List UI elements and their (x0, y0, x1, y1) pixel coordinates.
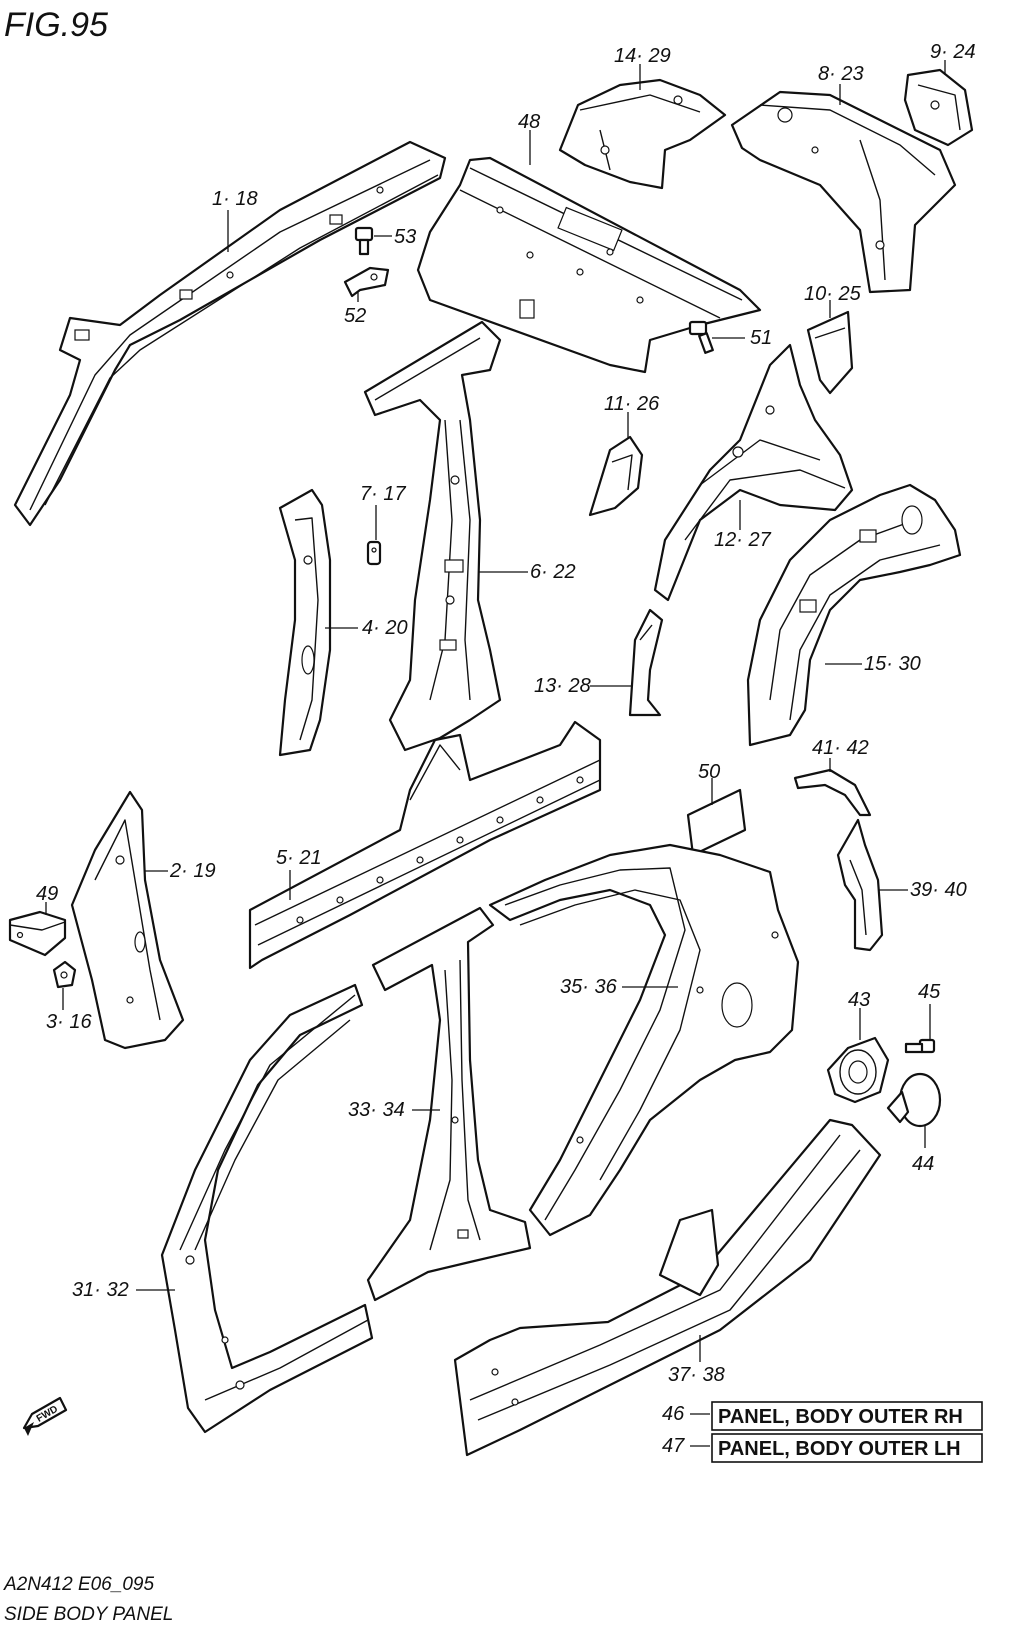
callout-39-40: 39· 40 (910, 879, 967, 901)
callout-51: 51 (750, 327, 772, 349)
callout-31-32: 31· 32 (72, 1279, 129, 1301)
figure-name: SIDE BODY PANEL (4, 1604, 173, 1625)
callout-35-36: 35· 36 (560, 976, 618, 998)
part-front-door-frame-outer[interactable] (160, 983, 374, 1434)
callout-2-19: 2· 19 (169, 860, 216, 882)
part-center-pillar-outer[interactable] (366, 906, 532, 1302)
callout-8-23: 8· 23 (818, 63, 864, 85)
callout-5-21: 5· 21 (276, 847, 322, 869)
callout-50: 50 (698, 761, 720, 783)
legend-label-47: PANEL, BODY OUTER LH (718, 1438, 961, 1460)
legend-box-47 (711, 1433, 983, 1463)
part-fuel-lid[interactable] (886, 1072, 942, 1128)
callout-6-22: 6· 22 (530, 561, 576, 583)
legend-number-46: 46 (662, 1403, 685, 1425)
callout-41-42: 41· 42 (812, 737, 869, 759)
part-front-pillar-lower[interactable] (70, 790, 185, 1050)
fwd-arrow-icon: FWD (22, 1396, 68, 1436)
legend-label-46: PANEL, BODY OUTER RH (718, 1406, 963, 1428)
callout-37-38: 37· 38 (668, 1364, 725, 1386)
part-front-pillar-inner[interactable] (278, 488, 332, 757)
callout-15-30: 15· 30 (864, 653, 921, 675)
part-fuel-filler-housing[interactable] (826, 1036, 890, 1104)
callout-7-17: 7· 17 (360, 483, 406, 505)
part-small-plate-7-17[interactable] (366, 540, 382, 566)
part-bolt-51[interactable] (688, 320, 714, 354)
callout-11-26: 11· 26 (604, 393, 660, 415)
part-roof-side-rail[interactable] (13, 140, 447, 527)
part-wheelhouse-inner[interactable] (653, 343, 854, 602)
callout-14-29: 14· 29 (614, 45, 671, 67)
callout-49: 49 (36, 883, 58, 905)
callout-12-27: 12· 27 (714, 529, 772, 551)
part-bracket-10-25[interactable] (806, 310, 854, 395)
callout-13-28: 13· 28 (534, 675, 591, 697)
part-quarter-inner-upper[interactable] (730, 90, 957, 294)
part-center-pillar-inner[interactable] (363, 320, 502, 752)
part-bracket-11-26[interactable] (588, 435, 644, 517)
part-rear-pillar-gusset[interactable] (558, 78, 727, 190)
callout-45: 45 (918, 981, 941, 1003)
part-bracket-52[interactable] (343, 266, 390, 298)
part-quarter-outer-panel[interactable] (488, 843, 800, 1237)
figure-code: A2N412 E06_095 (3, 1574, 154, 1595)
callout-4-20: 4· 20 (362, 617, 408, 639)
part-bracket-41-42[interactable] (793, 768, 872, 817)
part-label-plate[interactable] (686, 788, 747, 857)
figure-title: FIG.95 (4, 6, 108, 44)
part-angle-bracket-49[interactable] (8, 910, 67, 957)
part-bolt-45[interactable] (904, 1038, 936, 1054)
part-brace-13-28[interactable] (628, 608, 664, 717)
callout-53: 53 (394, 226, 416, 248)
callout-43: 43 (848, 989, 870, 1011)
legend-box-46 (711, 1401, 983, 1431)
callout-1-18: 1· 18 (212, 188, 258, 210)
part-bolt-53[interactable] (354, 226, 374, 256)
legend: 46 PANEL, BODY OUTER RH 47 PANEL, BODY O… (662, 1401, 983, 1463)
part-wheelhouse-outer[interactable] (746, 483, 962, 747)
part-bracket-39-40[interactable] (836, 818, 884, 952)
callout-52: 52 (344, 305, 366, 327)
callout-48: 48 (518, 111, 540, 133)
legend-number-47: 47 (662, 1435, 685, 1457)
part-corner-bracket[interactable] (903, 68, 974, 147)
callout-3-16: 3· 16 (46, 1011, 92, 1033)
part-nut-plate-3-16[interactable] (52, 960, 77, 989)
callout-9-24: 9· 24 (930, 41, 976, 63)
callout-33-34: 33· 34 (348, 1099, 405, 1121)
part-side-sill-inner[interactable] (248, 720, 602, 970)
callout-44: 44 (912, 1153, 934, 1175)
part-side-sill-outer[interactable] (453, 1118, 882, 1457)
callout-10-25: 10· 25 (804, 283, 862, 305)
